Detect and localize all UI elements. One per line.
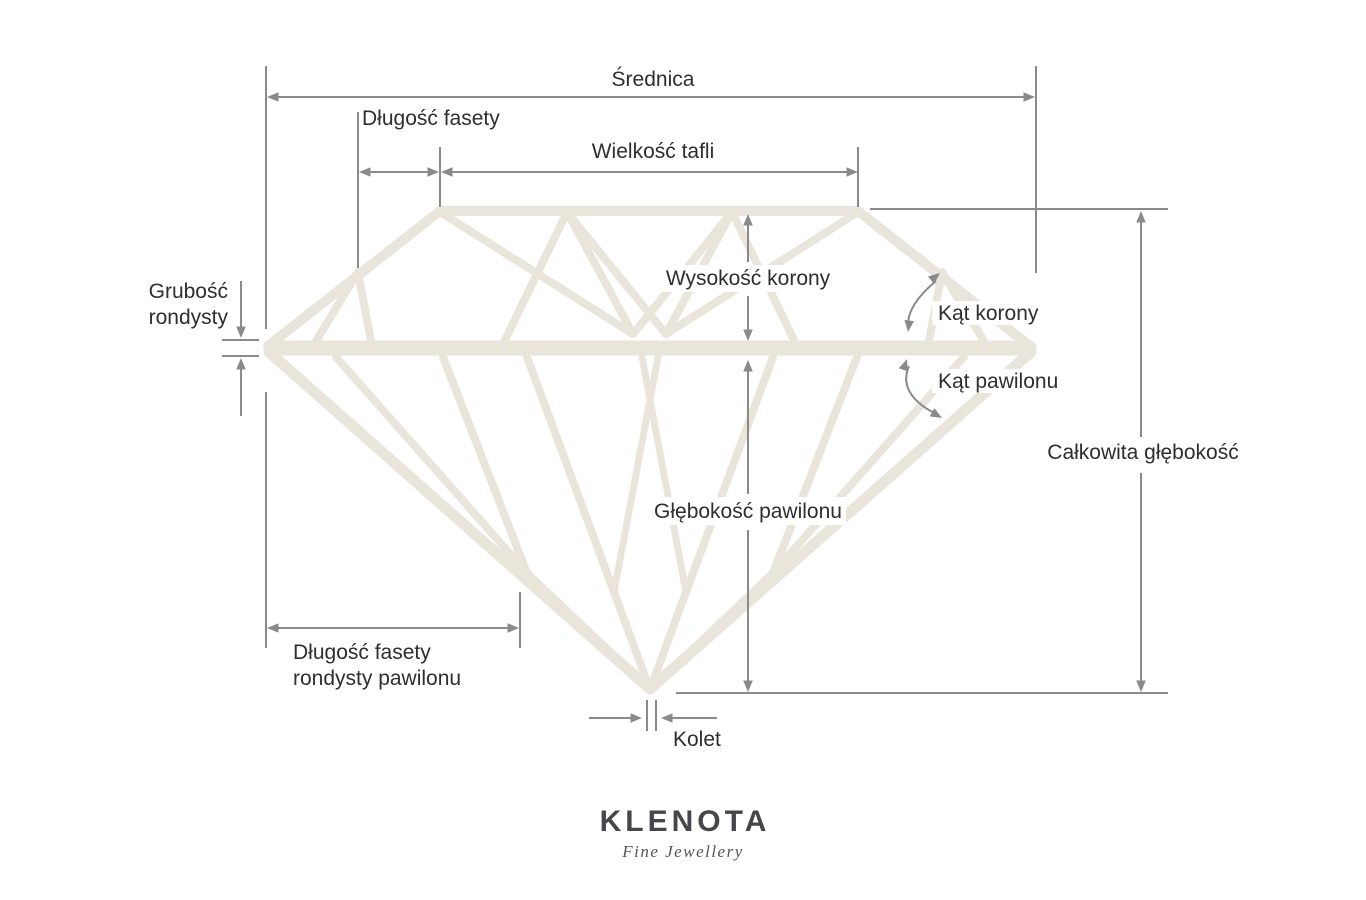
- label-diameter: Średnica: [612, 67, 695, 91]
- arrowhead-down: [743, 329, 753, 341]
- arrowhead-down: [1136, 680, 1146, 692]
- arrowhead-up: [898, 357, 912, 372]
- label-facet-length: Długość fasety: [362, 107, 500, 130]
- pavilion-facet-line: [682, 353, 777, 596]
- arrowhead-right: [427, 167, 439, 177]
- arrowhead-down: [236, 326, 246, 338]
- diamond-illustration: [263, 206, 1037, 695]
- crown-facet-line: [501, 208, 571, 344]
- crown-facet-line: [563, 208, 637, 338]
- label-girdle-thickness-line1: Grubość: [149, 280, 228, 303]
- label-pavilion-depth: Głębokość pawilonu: [654, 500, 842, 523]
- dimension-facet-length: [359, 167, 439, 177]
- arrowhead-right: [630, 713, 642, 723]
- dimension-pavilion-depth: [743, 360, 753, 692]
- pavilion-facet-line: [523, 569, 652, 692]
- arrowhead-left: [359, 167, 371, 177]
- dimension-girdle-thickness: [222, 281, 259, 416]
- dimension-table-size: [441, 167, 858, 177]
- labels: Średnica Długość fasety Wielkość tafli W…: [149, 67, 1239, 751]
- logo-wordmark: KLENOTA: [600, 805, 771, 838]
- crown-facet-line: [312, 268, 362, 345]
- dimension-diameter: [267, 92, 1035, 102]
- dimension-crown-angle: [903, 269, 944, 333]
- label-table-size: Wielkość tafli: [592, 140, 715, 163]
- arrowhead-left: [441, 167, 453, 177]
- label-backdrop: [650, 497, 846, 525]
- label-crown-angle: Kąt korony: [938, 302, 1039, 325]
- dimension-lines: [222, 66, 1168, 731]
- label-backdrop: [932, 369, 1070, 393]
- pavilion-facet-line: [638, 353, 690, 596]
- arrowhead-left: [267, 623, 279, 633]
- label-total-depth: Całkowita głębokość: [1047, 441, 1238, 464]
- pavilion-facet-line: [647, 588, 690, 691]
- arrowhead-up: [1136, 211, 1146, 223]
- arrowhead-left: [661, 713, 673, 723]
- label-lower-girdle-line1: Długość fasety: [293, 641, 431, 664]
- pavilion-facet-line: [332, 353, 531, 577]
- logo-tagline: Fine Jewellery: [621, 842, 744, 861]
- crown-facet-line: [354, 268, 375, 345]
- arrowhead-right: [1023, 92, 1035, 102]
- label-pavilion-angle: Kąt pawilonu: [938, 370, 1058, 393]
- dimension-crown-height: [743, 214, 753, 341]
- dimension-pavilion-angle: [898, 357, 945, 423]
- pavilion-facet-line: [439, 353, 531, 577]
- label-crown-height: Wysokość korony: [666, 267, 831, 290]
- brand-logo: KLENOTA Fine Jewellery: [600, 805, 771, 861]
- label-lower-girdle-line2: rondysty pawilonu: [293, 667, 461, 690]
- arrowhead-up: [236, 358, 246, 370]
- pavilion-facet-line: [648, 569, 777, 692]
- label-backdrop: [932, 301, 1046, 325]
- crown-facet-line: [563, 208, 670, 338]
- pavilion-facet-line: [610, 588, 653, 691]
- pavilion-facet-line: [769, 353, 861, 577]
- arrowhead-up: [743, 360, 753, 372]
- arrowhead-down: [903, 320, 914, 333]
- dimension-lower-girdle-facet: [267, 623, 519, 633]
- arrowhead-left: [267, 92, 279, 102]
- dimension-culet: [589, 700, 717, 731]
- arrowhead-down-right: [929, 408, 945, 423]
- pavilion-facet-line: [523, 353, 618, 596]
- label-backdrop: [660, 265, 836, 292]
- label-girdle-thickness-line2: rondysty: [149, 306, 229, 329]
- label-culet: Kolet: [673, 728, 721, 751]
- arrowhead-down: [743, 680, 753, 692]
- arrowhead-right: [846, 167, 858, 177]
- arrowhead-right: [507, 623, 519, 633]
- dimension-total-depth: [1136, 211, 1146, 692]
